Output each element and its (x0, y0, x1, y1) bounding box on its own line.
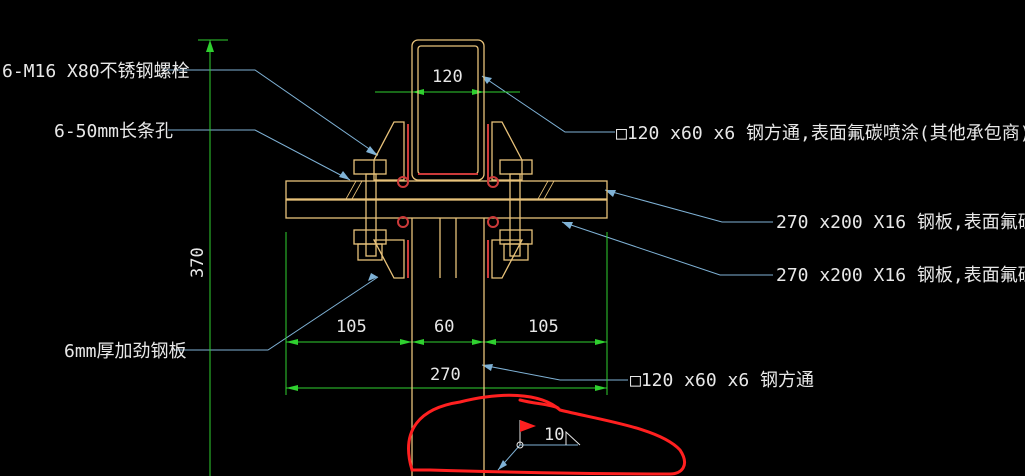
stiffener-right-upper (491, 121, 523, 181)
dim-plate-width: 270 (430, 365, 461, 385)
markup-circle (407, 393, 686, 476)
square-tube-upper (411, 39, 485, 181)
label-stiffener: 6mm厚加劲钢板 (64, 341, 187, 362)
label-tube-bottom: □120 x60 x6 钢方通 (630, 370, 814, 391)
dim-tube-width: 120 (432, 67, 463, 87)
weld-flag-icon (516, 420, 536, 449)
fillet-weld-symbol-icon (565, 430, 581, 446)
plate-hatching (345, 180, 555, 200)
dim-height: 370 (188, 247, 208, 278)
label-plate-bottom: 270 x200 X16 钢板,表面氟碳喷涂 (776, 265, 1025, 286)
top-steel-plate (285, 180, 608, 200)
leader-tube-bottom (481, 364, 628, 381)
dim-middle: 60 (434, 317, 454, 337)
bolt-right (499, 159, 533, 261)
label-slots: 6-50mm长条孔 (54, 121, 173, 142)
leader-plate-top (604, 189, 773, 223)
bolt-left (353, 159, 387, 261)
leader-stiffener (175, 276, 379, 351)
stiffener-right-lower (491, 239, 524, 279)
steel-assembly (285, 39, 608, 476)
markup-annotation (407, 393, 686, 476)
leader-lines (162, 69, 773, 471)
section-cuts (397, 124, 499, 278)
dim-right-edge: 105 (528, 317, 559, 337)
dim-left-edge: 105 (336, 317, 367, 337)
leader-tube-top (481, 75, 615, 133)
label-plate-top: 270 x200 X16 钢板,表面氟碳喷涂(其他 (776, 212, 1025, 233)
leader-bolts (162, 69, 379, 156)
stiffener-left-lower (372, 239, 405, 279)
leader-plate-bottom (561, 221, 773, 276)
dimension-lines (198, 39, 608, 476)
label-tube-top: □120 x60 x6 钢方通,表面氟碳喷涂(其他承包商) (616, 123, 1025, 144)
leader-slots (168, 129, 351, 181)
dim-weld: 10 (544, 425, 564, 445)
leader-weld (497, 444, 578, 471)
dimension-arrowheads (206, 40, 607, 391)
stiffener-left-upper (373, 121, 405, 181)
bottom-steel-plate (285, 199, 608, 219)
label-bolts: 6-M16 X80不锈钢螺栓 (2, 61, 190, 82)
